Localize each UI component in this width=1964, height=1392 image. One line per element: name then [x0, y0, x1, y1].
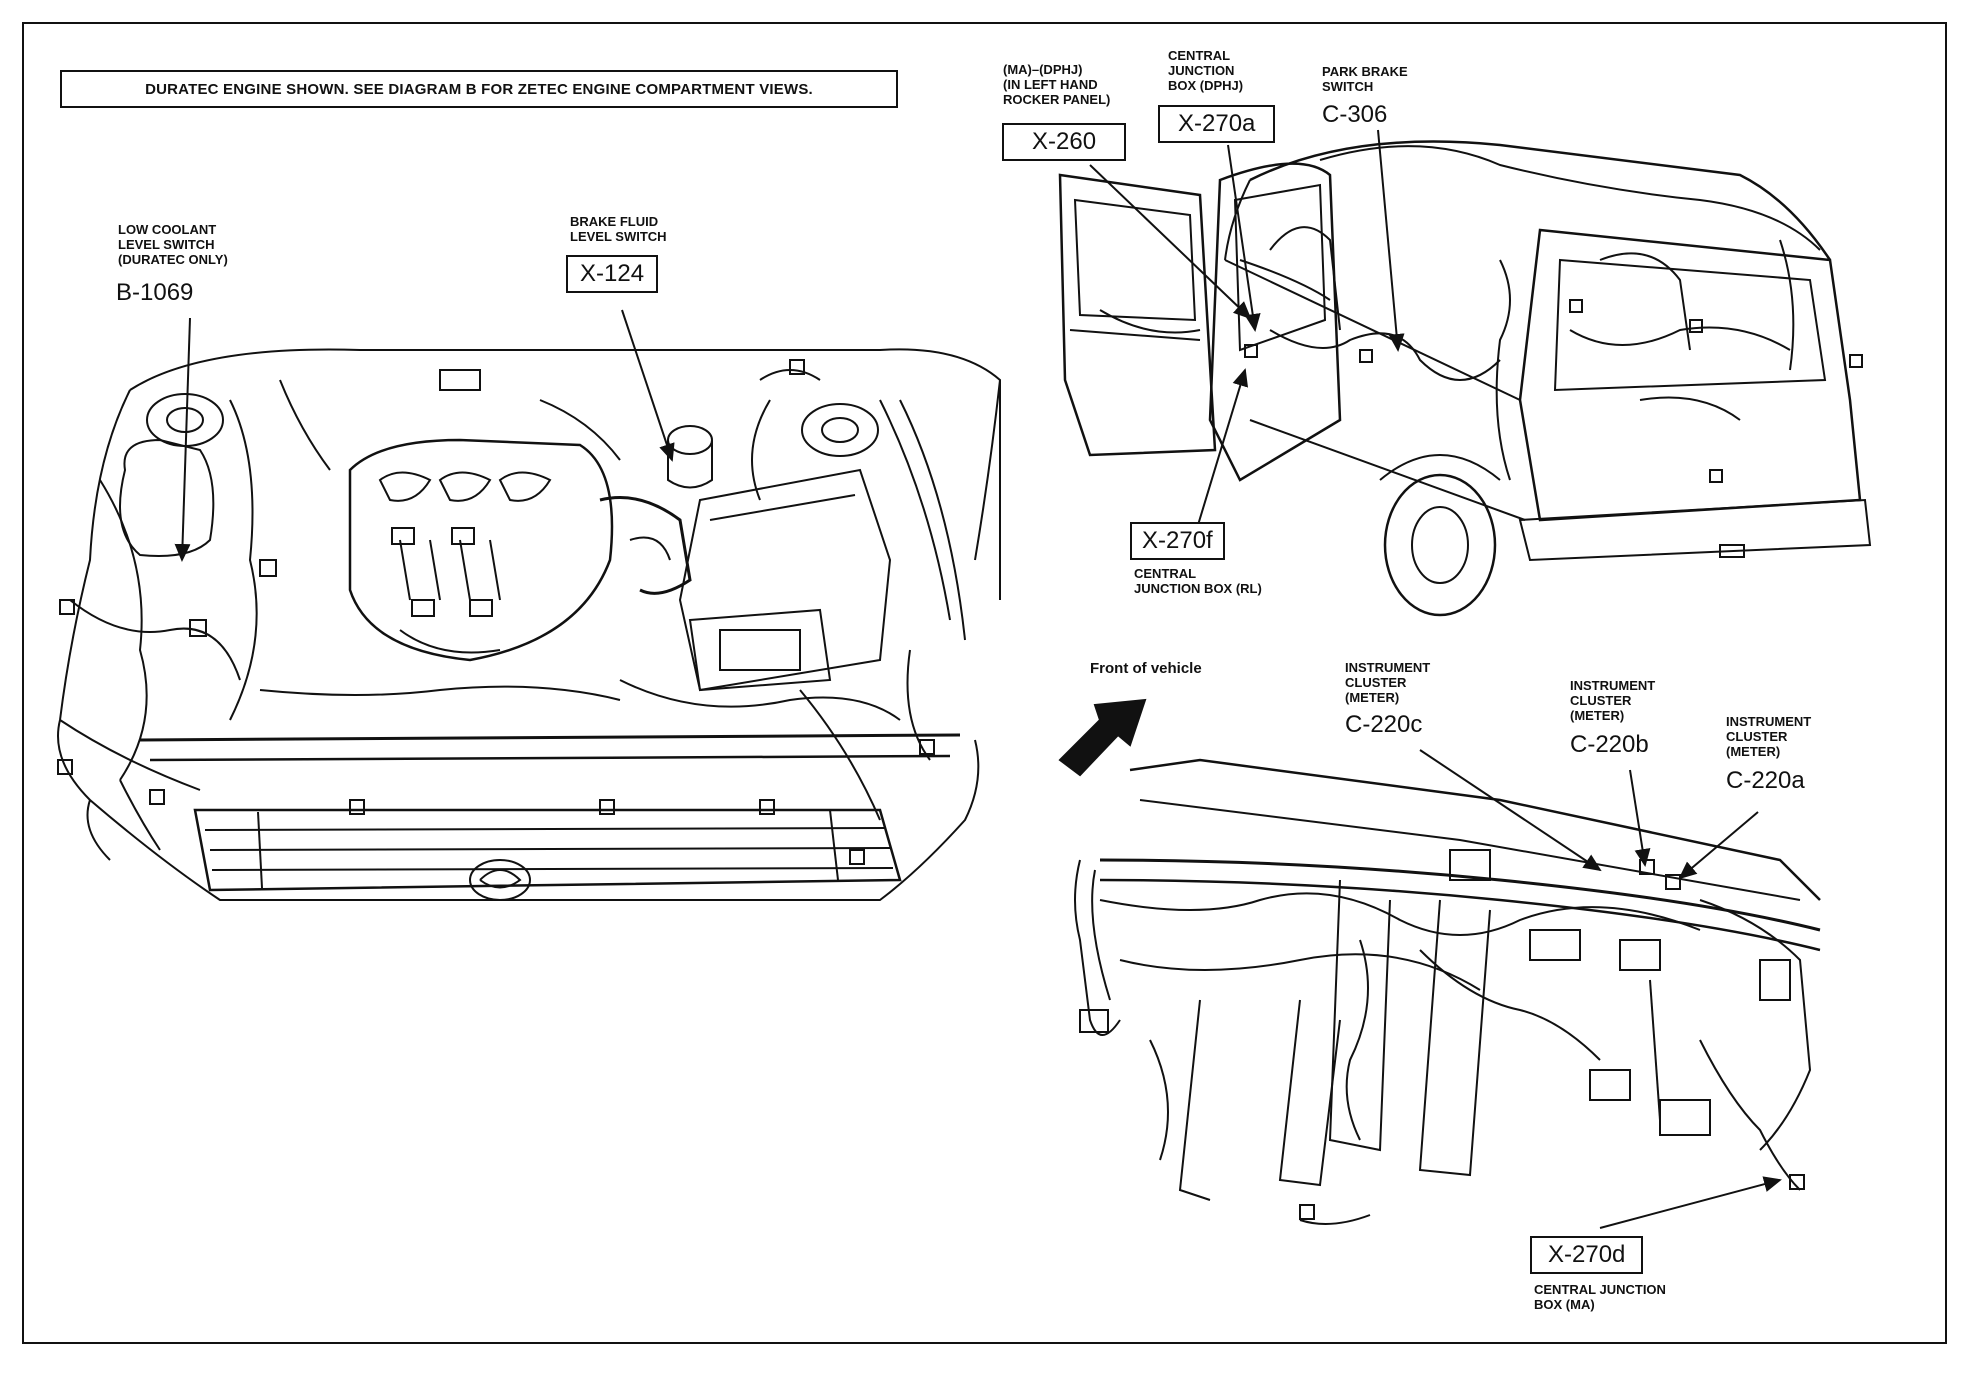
engine-compartment-illustration [57, 348, 1001, 901]
b1069-description: LOW COOLANT LEVEL SWITCH (DURATEC ONLY) [118, 222, 228, 267]
x270f-description: CENTRAL JUNCTION BOX (RL) [1134, 566, 1262, 596]
front-of-vehicle-label: Front of vehicle [1090, 660, 1202, 677]
x270a-description: CENTRAL JUNCTION BOX (DPHJ) [1168, 48, 1244, 93]
c220a-description: INSTRUMENT CLUSTER (METER) [1726, 714, 1812, 759]
dashboard-illustration [1058, 698, 1821, 1225]
x270a-leader [1227, 144, 1261, 332]
c220b-description: INSTRUMENT CLUSTER (METER) [1570, 678, 1656, 723]
c220a-code: C-220a [1726, 767, 1805, 794]
b1069-leader [174, 317, 191, 562]
c220b-code: C-220b [1570, 731, 1649, 758]
x270f-leader [1197, 368, 1249, 526]
x270d-description: CENTRAL JUNCTION BOX (MA) [1534, 1282, 1666, 1312]
x260-code: X-260 [1002, 123, 1127, 161]
c220b-leader [1629, 769, 1651, 867]
c220c-code: C-220c [1345, 711, 1423, 738]
vehicle-rear-illustration [1058, 140, 1872, 617]
c220c-description: INSTRUMENT CLUSTER (METER) [1345, 660, 1431, 705]
x270d-code: X-270d [1530, 1236, 1644, 1274]
x260-leader [1089, 164, 1252, 320]
c306-leader [1377, 129, 1405, 352]
c306-description: PARK BRAKE SWITCH [1322, 64, 1408, 94]
engine-note: DURATEC ENGINE SHOWN. SEE DIAGRAM B FOR … [60, 70, 898, 108]
c220a-leader [1678, 811, 1759, 880]
x270f-code: X-270f [1130, 522, 1225, 560]
x260-description: (MA)–(DPHJ) (IN LEFT HAND ROCKER PANEL) [1003, 62, 1111, 107]
x124-description: BRAKE FLUID LEVEL SWITCH [570, 214, 667, 244]
x270d-leader [1599, 1176, 1782, 1229]
c306-code: C-306 [1322, 101, 1388, 128]
x124-code: X-124 [566, 255, 659, 293]
c220c-leader [1419, 749, 1602, 872]
diagram-frame [22, 22, 1947, 1344]
b1069-code: B-1069 [116, 279, 194, 306]
x124-leader [621, 309, 675, 462]
x270a-code: X-270a [1158, 105, 1276, 143]
